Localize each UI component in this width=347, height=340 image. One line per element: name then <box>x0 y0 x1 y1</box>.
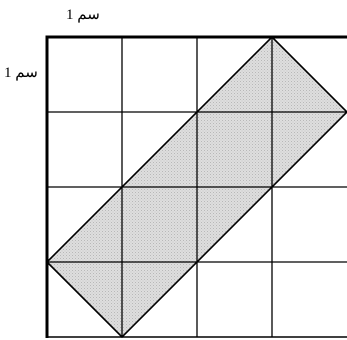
rectangle-outline <box>45 35 347 339</box>
top-unit-label: 1 سم <box>66 7 100 23</box>
rectangle-outline-layer <box>45 35 347 339</box>
left-unit-label: 1 سم <box>4 65 38 81</box>
